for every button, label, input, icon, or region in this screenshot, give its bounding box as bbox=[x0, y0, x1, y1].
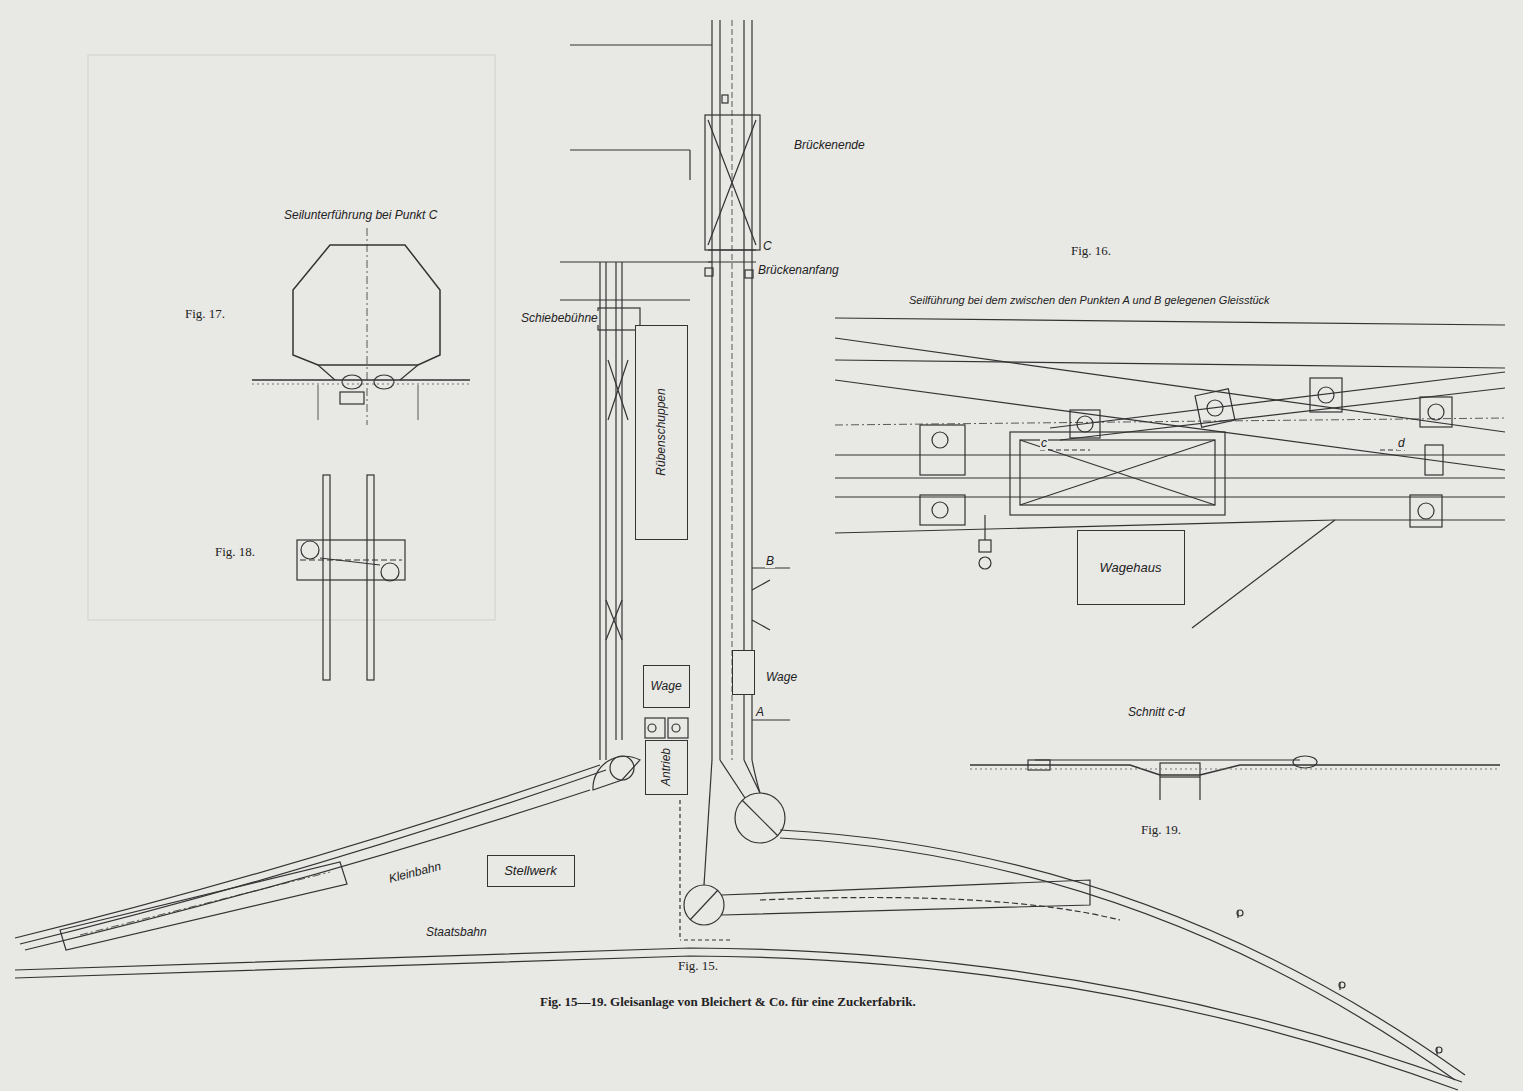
drawing-label: Kleinbahn bbox=[386, 859, 443, 886]
drawing-label: c bbox=[1040, 436, 1048, 450]
building-box: Wage bbox=[732, 650, 755, 695]
building-box: Antrieb bbox=[645, 740, 688, 795]
figure-number: Fig. 17. bbox=[184, 306, 226, 322]
building-label: Rübenschuppen bbox=[654, 388, 668, 475]
rope-guidance-plan bbox=[835, 318, 1505, 628]
figure-number: Fig. 15. bbox=[677, 958, 719, 974]
building-box: Wage bbox=[643, 665, 690, 708]
drawing-label: Seilunterführung bei Punkt C bbox=[283, 208, 438, 222]
figure-caption: Fig. 15—19. Gleisanlage von Bleichert & … bbox=[540, 994, 916, 1010]
building-label: Antrieb bbox=[659, 748, 673, 786]
drawing-label: A bbox=[755, 705, 765, 719]
drawing-label: Schiebebühne bbox=[520, 311, 599, 325]
building-label: Wage bbox=[766, 670, 797, 684]
section-c-d bbox=[970, 756, 1500, 800]
building-label: Wagehaus bbox=[1100, 560, 1162, 575]
figure-number: Fig. 19. bbox=[1140, 822, 1182, 838]
plate-frame bbox=[88, 55, 495, 620]
plant-track-plan bbox=[15, 20, 1465, 1090]
building-label: Stellwerk bbox=[504, 863, 557, 878]
drawing-label: B bbox=[765, 554, 775, 568]
drawing-label: C bbox=[762, 239, 773, 253]
drawing-label: d bbox=[1397, 436, 1406, 450]
drawing-label: Schnitt c-d bbox=[1127, 705, 1186, 719]
drawing-label: Staatsbahn bbox=[425, 925, 488, 939]
building-box: Stellwerk bbox=[487, 855, 575, 887]
figure-number: Fig. 18. bbox=[214, 544, 256, 560]
figure-number: Fig. 16. bbox=[1070, 243, 1112, 259]
tunnel-section bbox=[252, 228, 470, 425]
building-label: Wage bbox=[650, 679, 681, 693]
drawing-label: Brückenanfang bbox=[757, 263, 840, 277]
drawing-label: Seilführung bei dem zwischen den Punkten… bbox=[908, 294, 1271, 306]
rail-pulley-plan bbox=[297, 475, 405, 680]
building-box: Wagehaus bbox=[1077, 530, 1185, 605]
drawing-label: Brückenende bbox=[793, 138, 866, 152]
building-box: Rübenschuppen bbox=[635, 325, 688, 540]
